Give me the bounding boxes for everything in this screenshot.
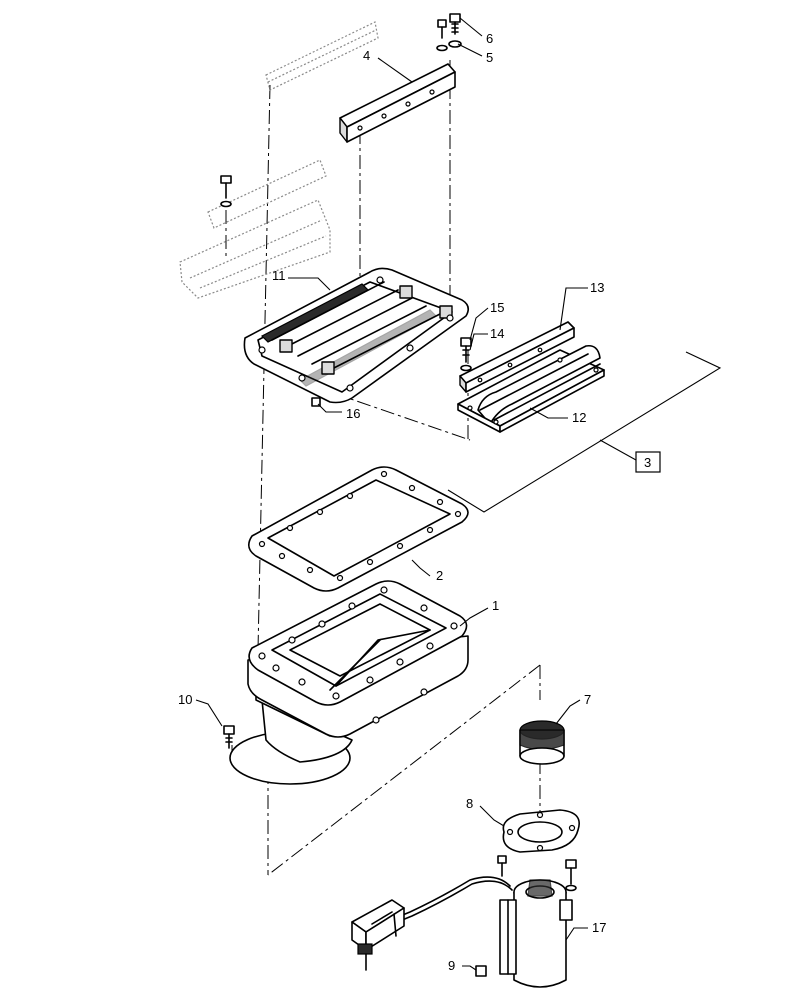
kit-bracket-3 — [447, 351, 722, 513]
flange-plate-8 — [502, 809, 580, 853]
bolt-15 — [460, 337, 472, 363]
callout-9: 9 — [448, 958, 455, 973]
phantom-rail-top — [265, 21, 379, 91]
callout-15: 15 — [490, 300, 504, 315]
callout-4: 4 — [363, 48, 370, 63]
motor-17 — [499, 879, 573, 988]
bolt-motor-left — [497, 855, 507, 877]
wire-harness — [351, 876, 513, 971]
tray-frame-11 — [243, 267, 470, 404]
callout-17: 17 — [592, 920, 606, 935]
bolt-10 — [223, 725, 235, 749]
callout-labels: 4 6 5 11 13 15 14 16 12 3 2 1 7 10 8 17 … — [178, 31, 651, 973]
washer-5 — [448, 40, 462, 48]
callout-14: 14 — [490, 326, 504, 341]
callout-7: 7 — [584, 692, 591, 707]
bolt-6 — [449, 13, 461, 35]
callout-3: 3 — [644, 455, 651, 470]
callout-2: 2 — [436, 568, 443, 583]
bolt-left — [220, 175, 232, 208]
callout-13: 13 — [590, 280, 604, 295]
callout-1: 1 — [492, 598, 499, 613]
callout-12: 12 — [572, 410, 586, 425]
callout-11: 11 — [272, 268, 286, 283]
nut-16 — [311, 397, 321, 407]
gasket-2 — [248, 466, 469, 592]
nut-9 — [475, 965, 487, 977]
callout-6: 6 — [486, 31, 493, 46]
rail-13 — [459, 321, 575, 393]
hopper-housing-1 — [229, 580, 469, 785]
angle-bracket-4 — [339, 63, 456, 143]
phantom-rail-mid — [179, 159, 331, 299]
kit-box-3 — [635, 451, 661, 473]
callout-16: 16 — [346, 406, 360, 421]
bolt-motor-right — [565, 859, 577, 892]
channel-12 — [457, 344, 605, 433]
bolt-small-top — [436, 19, 448, 52]
callout-8: 8 — [466, 796, 473, 811]
washer-14 — [460, 364, 472, 372]
leader-lines — [195, 17, 588, 971]
callout-5: 5 — [486, 50, 493, 65]
spinner-hub-7 — [519, 720, 565, 765]
callout-10: 10 — [178, 692, 192, 707]
